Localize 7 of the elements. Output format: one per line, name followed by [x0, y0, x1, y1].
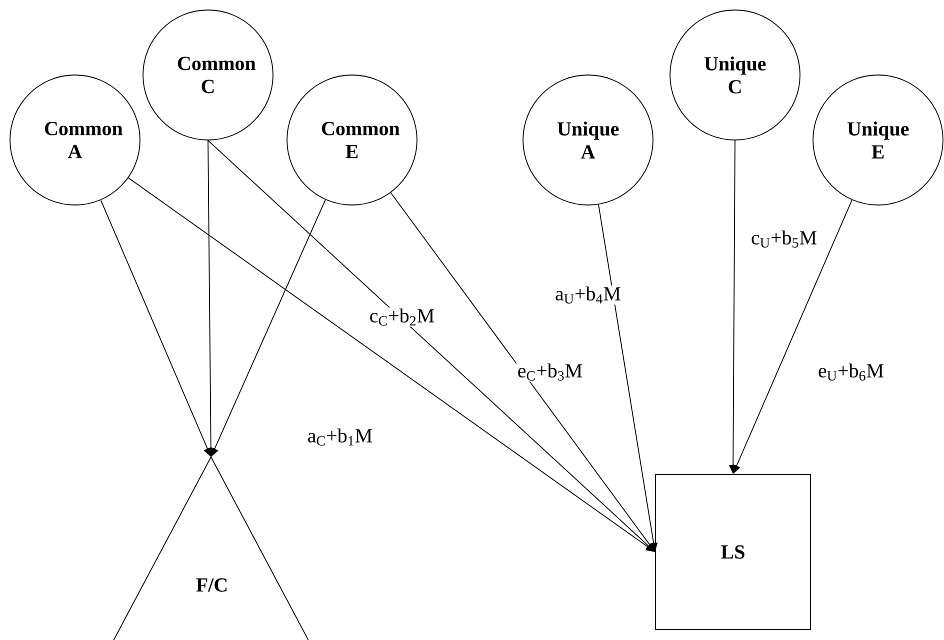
edge-label: e$_{C}$+b$_{3}$M — [516, 362, 584, 382]
edge-label: a$_{U}$+b$_{4}$M — [554, 285, 622, 305]
edge-label: e$_{U}$+b$_{6}$M — [816, 362, 886, 382]
edge-label: c$_{U}$+b$_{5}$M — [750, 229, 818, 249]
edge-label: c$_{C}$+b$_{2}$M — [368, 307, 436, 327]
edge-label: a$_{C}$+b$_{1}$M — [306, 427, 374, 447]
square-box: LS — [655, 474, 811, 630]
